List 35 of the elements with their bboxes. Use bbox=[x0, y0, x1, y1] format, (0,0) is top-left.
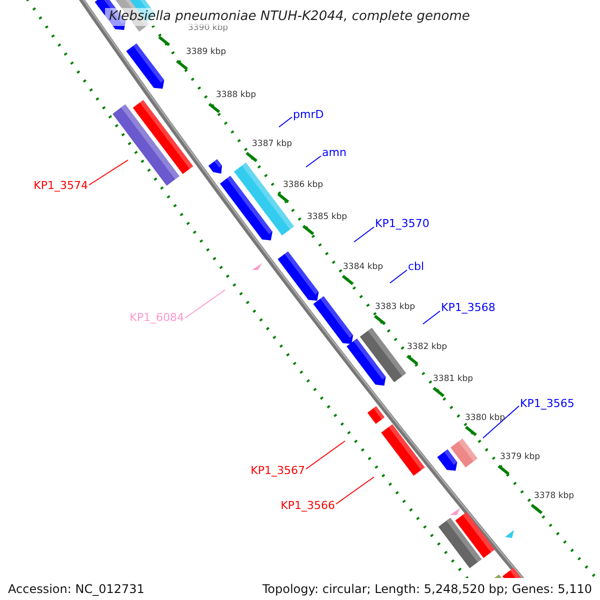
gene-label: KP1_3570 bbox=[375, 217, 430, 231]
leader-line bbox=[306, 440, 346, 470]
tick-label: 3383 kbp bbox=[375, 303, 416, 312]
tick-label: 3390 kbp bbox=[188, 24, 228, 32]
leader-line bbox=[336, 476, 374, 504]
gene-label: cbl bbox=[408, 260, 424, 274]
leader-line bbox=[354, 226, 374, 242]
tick-label: 3388 kbp bbox=[216, 91, 256, 100]
tick-label: 3384 kbp bbox=[343, 263, 384, 272]
leader-line bbox=[278, 116, 292, 128]
gene-label: KP1_3566 bbox=[280, 499, 335, 513]
leader-line bbox=[390, 270, 408, 284]
tick-label: 3385 kbp bbox=[307, 213, 348, 222]
tick-label: 3386 kbp bbox=[283, 181, 324, 190]
tick-label: 3382 kbp bbox=[407, 343, 448, 352]
gene-label: KP1_6084 bbox=[130, 311, 184, 325]
accession-text: Accession: NC_012731 bbox=[8, 581, 144, 598]
leader-line bbox=[422, 310, 440, 324]
leader-line bbox=[88, 160, 128, 186]
leader-line bbox=[482, 406, 520, 438]
gene-label: pmrD bbox=[293, 108, 324, 122]
gene-label: KP1_3574 bbox=[34, 179, 88, 193]
tick-label: 3389 kbp bbox=[186, 48, 226, 56]
tick-label: 3381 kbp bbox=[433, 375, 474, 384]
tick-label: 3379 kbp bbox=[500, 453, 540, 462]
tick-label: 3380 kbp bbox=[465, 414, 506, 422]
genome-info-text: Topology: circular; Length: 5,248,520 bp; Genes: 5,110 bbox=[262, 581, 592, 598]
leader-line bbox=[184, 290, 226, 318]
gene-label: amn bbox=[322, 146, 346, 160]
tick-label: 3378 kbp bbox=[534, 492, 574, 500]
gene-label: KP1_3565 bbox=[520, 397, 574, 411]
gene-label: KP1_3567 bbox=[250, 464, 305, 478]
gene-label: KP1_3568 bbox=[441, 301, 496, 315]
leader-line bbox=[306, 156, 322, 168]
tick-label: 3387 kbp bbox=[252, 140, 292, 148]
